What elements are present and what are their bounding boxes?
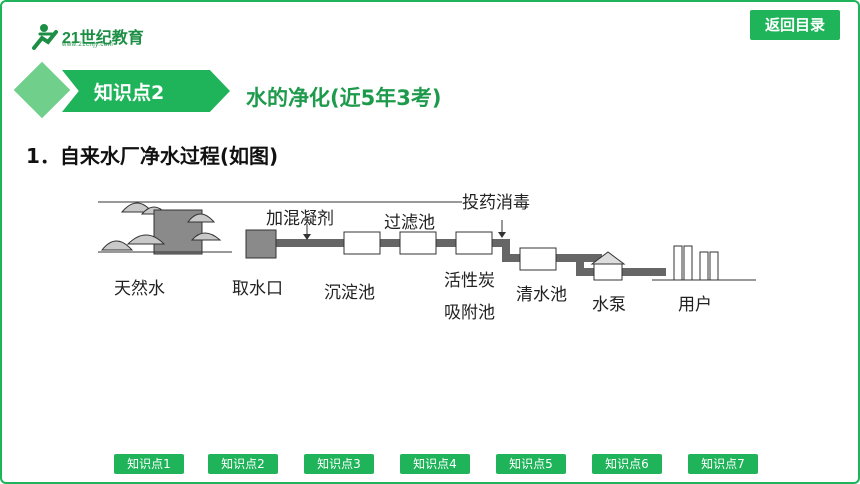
label-sedimentation: 沉淀池	[324, 283, 375, 303]
label-carbon-1: 活性炭	[444, 271, 495, 291]
label-clear-water: 清水池	[516, 285, 567, 305]
clear-water-tank-icon	[519, 247, 557, 271]
label-intake: 取水口	[232, 279, 283, 299]
section-title: 水的净化(近5年3考)	[246, 86, 442, 110]
intake-box-icon	[245, 229, 277, 259]
sedimentation-tank-icon	[343, 231, 381, 255]
label-user: 用户	[678, 295, 712, 315]
user-buildings-icon	[652, 245, 756, 281]
nav-kp2-button[interactable]: 知识点2	[208, 454, 278, 474]
label-pump: 水泵	[592, 295, 626, 315]
water-treatment-diagram: 天然水 取水口 加混凝剂 沉淀池 过滤池 活性炭 吸附池 投药消毒 清水池 水泵…	[92, 182, 772, 332]
nav-kp1-button[interactable]: 知识点1	[114, 454, 184, 474]
logo-runner-icon	[32, 24, 58, 50]
pump-house-icon	[590, 251, 626, 281]
logo-url: www.21cnjy.com	[62, 42, 114, 48]
content-heading: 1．自来水厂净水过程(如图)	[26, 144, 279, 168]
section-badge: 知识点2	[94, 82, 165, 104]
nav-kp6-button[interactable]: 知识点6	[592, 454, 662, 474]
logo-text: 21世纪教育	[62, 30, 144, 47]
diagram-graphic	[98, 201, 756, 281]
nav-kp5-button[interactable]: 知识点5	[496, 454, 566, 474]
natural-water-scene-icon	[98, 202, 232, 255]
label-coagulant: 加混凝剂	[266, 209, 334, 229]
label-disinfect: 投药消毒	[462, 193, 530, 213]
carbon-tank-icon	[455, 231, 493, 255]
filtration-tank-icon	[399, 231, 437, 255]
nav-kp4-button[interactable]: 知识点4	[400, 454, 470, 474]
knowledge-point-nav: 知识点1 知识点2 知识点3 知识点4 知识点5 知识点6 知识点7	[2, 454, 858, 478]
label-carbon-2: 吸附池	[444, 303, 495, 323]
nav-kp7-button[interactable]: 知识点7	[688, 454, 758, 474]
return-to-toc-button[interactable]: 返回目录	[750, 10, 840, 40]
badge-diamond-icon	[13, 61, 71, 119]
badge-banner	[62, 70, 230, 112]
label-filtration: 过滤池	[384, 213, 435, 233]
pipe-4	[576, 254, 584, 274]
nav-kp3-button[interactable]: 知识点3	[304, 454, 374, 474]
pipe-1	[272, 239, 504, 247]
pipe-2	[502, 239, 510, 259]
label-natural-water: 天然水	[114, 279, 165, 299]
